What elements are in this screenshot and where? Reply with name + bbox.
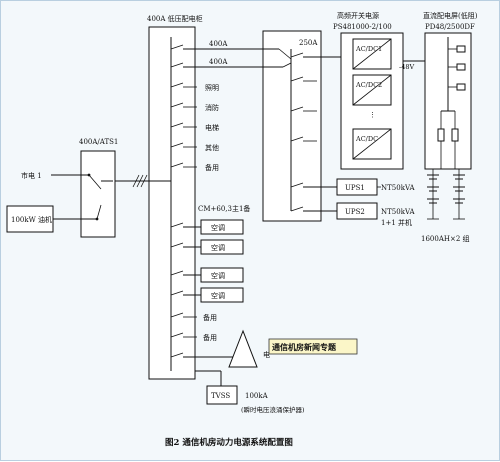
branch-switches	[290, 52, 341, 212]
figure-caption: 图2 通信机房动力电源系统配置图	[165, 437, 293, 448]
dc-fuses	[437, 45, 466, 169]
distribution-box	[262, 30, 322, 222]
news-tooltip-text: 通信机房新闻专题	[272, 342, 337, 352]
feeder-label: 照明	[205, 84, 219, 92]
ac-switches	[170, 222, 241, 358]
feeder-label: 电梯	[205, 123, 219, 132]
feeder-label: 消防	[205, 103, 219, 112]
feeder-label: 400A	[209, 40, 228, 48]
module-ellipsis: ⋮	[369, 111, 376, 119]
feeder-switches	[170, 44, 263, 168]
ats-box	[80, 150, 116, 238]
module-label: AC/DC2	[355, 81, 382, 89]
branch-label: 250A	[299, 39, 318, 47]
city-power-label: 市电 1	[21, 171, 42, 180]
ups2-name: UPS2	[345, 208, 365, 216]
rectifier-title: 高频开关电源	[337, 11, 379, 20]
low-voltage-cabinet	[148, 26, 196, 380]
tvss-rating: 100kA	[245, 392, 269, 400]
ac-label: 空调	[211, 243, 225, 252]
tvss-note: (瞬时电压浪涌保护器)	[241, 405, 305, 414]
cm-label: CM+60,3主1备	[198, 204, 250, 213]
ats-label: 400A/ATS1	[79, 138, 118, 146]
dc-panel-title: 直流配电屏(低阻)	[423, 11, 478, 20]
ac-unit-box	[200, 239, 244, 255]
ups2-rating: NT50kVA	[381, 208, 416, 216]
spare-label: 备用	[203, 333, 217, 342]
tvss-box	[206, 385, 238, 405]
cabinet-title: 400A 低压配电柜	[147, 14, 203, 23]
spare-label: 备用	[203, 313, 217, 322]
feeder-label: 备用	[205, 163, 219, 172]
arrester-symbol	[228, 329, 258, 368]
ups1-rating: NT50kVA	[381, 184, 416, 192]
ac-label: 空调	[211, 223, 225, 232]
rectifier-model: PS481000-2/100	[333, 23, 392, 31]
ups2-note: 1+1 并机	[381, 218, 412, 227]
battery-label: 1600AH×2 组	[421, 234, 470, 243]
module-label: AC/DC	[355, 135, 378, 143]
module-label: AC/DC1	[355, 45, 382, 53]
tvss-name: TVSS	[211, 392, 230, 400]
ups2-box	[336, 202, 378, 220]
ac-unit-box	[200, 219, 244, 235]
ups1-name: UPS1	[345, 184, 365, 192]
battery-banks	[427, 169, 465, 220]
ac-unit-box	[200, 267, 244, 283]
ac-label: 空调	[211, 291, 225, 300]
ac-unit-box	[200, 287, 244, 303]
feeder-label: 400A	[209, 58, 228, 66]
news-tooltip	[268, 338, 358, 355]
generator-box	[6, 205, 54, 233]
feeder-label: 其他	[205, 143, 219, 152]
arrester-partial-label: 电	[263, 350, 270, 359]
dc-panel-model: PD48/2500DF	[425, 23, 475, 31]
generator-label: 100kW 油机	[11, 215, 52, 224]
ac-label: 空调	[211, 271, 225, 280]
dc-voltage: -48V	[399, 63, 414, 71]
